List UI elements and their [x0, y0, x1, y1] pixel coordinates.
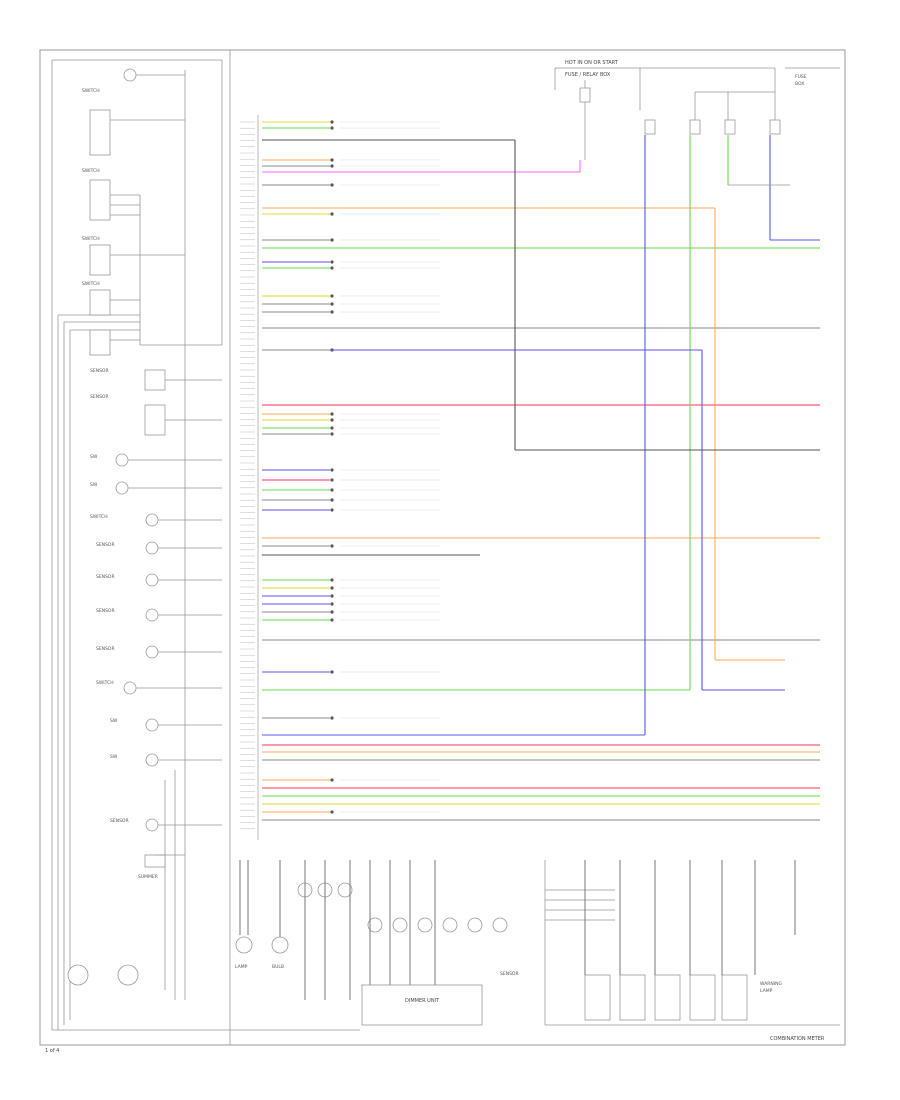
svg-text:SENSOR: SENSOR	[90, 394, 109, 400]
svg-text:SW: SW	[110, 754, 118, 760]
dimmer-unit-label: DIMMER UNIT	[405, 998, 440, 1004]
svg-text:BOX: BOX	[795, 81, 804, 87]
svg-text:SENSOR: SENSOR	[90, 368, 109, 374]
wire-terminal-dot	[330, 412, 334, 416]
bottom-bulb-row: DIMMER UNIT SENSOR LAMP BULB	[235, 860, 519, 1026]
wire-terminal-dot	[330, 478, 334, 482]
wire-terminal-dot	[330, 126, 334, 130]
wire-terminal-dot	[330, 164, 334, 168]
left-bus-lines	[51, 59, 360, 1031]
wire-terminal-dot	[330, 778, 334, 782]
wire-terminal-dot	[330, 183, 334, 187]
svg-text:SWITCH: SWITCH	[82, 281, 100, 287]
wire-terminal-dot	[330, 602, 334, 606]
left-sensor-circles: SENSOR SENSOR SW SW SWITCH SENSOR SENSOR…	[90, 368, 222, 832]
svg-text:SENSOR: SENSOR	[96, 574, 115, 580]
wire-terminal-dot	[330, 488, 334, 492]
svg-text:SENSOR: SENSOR	[96, 542, 115, 548]
wire-terminal-dot	[330, 618, 334, 622]
wire-terminal-dot	[330, 498, 334, 502]
wire-terminal-dot	[330, 468, 334, 472]
fuse-box-area: HOT IN ON OR START FUSE / RELAY BOX FUSE…	[554, 60, 840, 186]
svg-text:SUMMER: SUMMER	[138, 874, 158, 880]
svg-text:LAMP: LAMP	[760, 988, 773, 994]
wire-terminal-dot	[330, 260, 334, 264]
wire-terminal-dot	[330, 158, 334, 162]
vertical-wires	[330, 135, 820, 735]
bottom-left-grounds: SUMMER	[67, 854, 185, 986]
diagram-frame	[39, 49, 846, 1046]
svg-text:LAMP: LAMP	[235, 964, 248, 970]
svg-text:FUSE: FUSE	[795, 74, 807, 80]
wire-terminal-dot	[330, 810, 334, 814]
svg-text:SENSOR: SENSOR	[500, 971, 519, 977]
svg-text:SW: SW	[90, 482, 98, 488]
svg-text:WARNING: WARNING	[760, 981, 782, 987]
svg-text:SW: SW	[110, 718, 118, 724]
wire-terminal-dot	[330, 418, 334, 422]
svg-text:SENSOR: SENSOR	[110, 818, 129, 824]
wire-terminal-dot	[330, 544, 334, 548]
svg-text:SENSOR: SENSOR	[96, 646, 115, 652]
svg-text:SWITCH: SWITCH	[82, 168, 100, 174]
svg-text:SWITCH: SWITCH	[82, 236, 100, 242]
meter-pin-column	[240, 115, 259, 840]
top-connector-label: HOT IN ON OR START	[565, 60, 619, 66]
dimmer-unit-box	[361, 984, 483, 1026]
wire-terminal-dot	[330, 508, 334, 512]
svg-text:SENSOR: SENSOR	[96, 608, 115, 614]
left-switch-stack: SWITCH SWITCH SWITCH SWITCH	[82, 68, 222, 356]
wire-terminal-dot	[330, 578, 334, 582]
wire-terminal-dot	[330, 120, 334, 124]
svg-text:BULB: BULB	[272, 964, 284, 970]
wire-terminal-dot	[330, 238, 334, 242]
bottom-right-meter: WARNING LAMP	[544, 860, 840, 1026]
wire-terminal-dot	[330, 716, 334, 720]
wire-terminal-dot	[330, 426, 334, 430]
footer-right-label: COMBINATION METER	[770, 1036, 825, 1042]
svg-text:SWITCH: SWITCH	[96, 680, 114, 686]
wire-terminal-dot	[330, 432, 334, 436]
fuse-box-label: FUSE / RELAY BOX	[565, 72, 611, 78]
wire-terminal-dot	[330, 594, 334, 598]
wire-terminal-dot	[330, 610, 334, 614]
wire-terminal-dot	[330, 212, 334, 216]
wire-terminal-dot	[330, 266, 334, 270]
wire-terminal-dot	[330, 670, 334, 674]
svg-text:SWITCH: SWITCH	[90, 514, 108, 520]
svg-text:SWITCH: SWITCH	[82, 88, 100, 94]
svg-text:SW: SW	[90, 454, 98, 460]
wire-terminal-dot	[330, 586, 334, 590]
wire-terminal-dot	[330, 294, 334, 298]
footer-left-label: 1 of 4	[45, 1048, 59, 1054]
wire-terminal-dot	[330, 302, 334, 306]
wire-terminal-dot	[330, 310, 334, 314]
horizontal-wires	[262, 120, 820, 821]
